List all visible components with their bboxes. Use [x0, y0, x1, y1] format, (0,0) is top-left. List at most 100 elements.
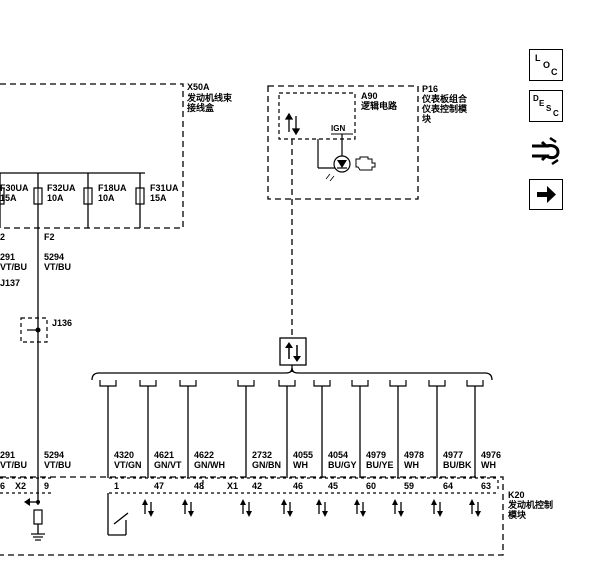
- desc-button[interactable]: D E S C: [529, 90, 563, 122]
- wire-5294-bottom-color: VT/BU: [44, 460, 71, 470]
- wire-circuit-label: 4054: [328, 450, 348, 460]
- fuse-f32ua: F32UA 10A: [33, 173, 76, 228]
- loc-button[interactable]: L O C: [529, 49, 563, 81]
- wire-291-top-circuit: 291: [0, 252, 15, 262]
- p16-name-3: 块: [422, 113, 432, 124]
- ground-icon: [31, 509, 45, 541]
- pin-label: 63: [481, 481, 491, 491]
- wire-color-label: BU/GY: [328, 460, 357, 470]
- svg-text:C: C: [553, 109, 559, 118]
- svg-text:O: O: [543, 60, 550, 70]
- pin-label: 47: [154, 481, 164, 491]
- p16-id: P16: [422, 84, 438, 94]
- wire-5294-top-circuit: 5294: [44, 252, 64, 262]
- splice-j136: J136: [52, 318, 72, 328]
- wire-circuit-label: 4977: [443, 450, 463, 460]
- switch-icon: [107, 493, 129, 536]
- x50a-box: [0, 83, 184, 229]
- wire-5294-top-color: VT/BU: [44, 262, 71, 272]
- pin-label: 48: [194, 481, 204, 491]
- wire-circuit-label: 4055: [293, 450, 313, 460]
- svg-text:C: C: [551, 67, 558, 77]
- wire-color-label: GN/BN: [252, 460, 281, 470]
- fuse-f30ua: F30UA 15A: [0, 183, 29, 205]
- k20-name-1: 发动机控制: [507, 499, 553, 510]
- k20-name-2: 模块: [508, 509, 527, 520]
- svg-text:15A: 15A: [150, 193, 167, 203]
- wire-circuit-label: 2732: [252, 450, 272, 460]
- a90-box: [278, 92, 356, 140]
- svg-text:S: S: [546, 104, 552, 113]
- p16-box: [267, 85, 419, 200]
- svg-text:F18UA: F18UA: [98, 183, 127, 193]
- loc-icon: L O C: [535, 53, 558, 77]
- next-arrow-button[interactable]: [529, 179, 563, 210]
- wire-color-label: GN/WH: [194, 460, 225, 470]
- splice-j137: J137: [0, 278, 20, 288]
- wire-color-label: GN/VT: [154, 460, 182, 470]
- a90-id: A90: [361, 91, 378, 101]
- wire-291-top-color: VT/BU: [0, 262, 27, 272]
- wire-circuit-label: 4978: [404, 450, 424, 460]
- wire-color-label: WH: [481, 460, 496, 470]
- pin-label: 42: [252, 481, 262, 491]
- fuse-f31ua: F31UA 15A: [135, 173, 179, 228]
- pin-label: 46: [293, 481, 303, 491]
- wire-color-label: WH: [293, 460, 308, 470]
- wire-color-label: VT/GN: [114, 460, 142, 470]
- svg-text:D: D: [533, 94, 539, 103]
- svg-text:F30UA: F30UA: [0, 183, 29, 193]
- wire-color-label: BU/YE: [366, 460, 394, 470]
- x50a-name-2: 接线盒: [187, 102, 215, 113]
- wire-circuit-label: 4622: [194, 450, 214, 460]
- pin-label: 59: [404, 481, 414, 491]
- svg-text:10A: 10A: [98, 193, 115, 203]
- f2-label: F2: [44, 232, 55, 242]
- k20-id: K20: [508, 490, 525, 500]
- pin-label: 60: [366, 481, 376, 491]
- pin-9: 9: [44, 481, 49, 491]
- pin-6: 6: [0, 481, 5, 491]
- wire-color-label: BU/BK: [443, 460, 472, 470]
- wire-circuit-label: 4976: [481, 450, 501, 460]
- wire-circuit-label: 4320: [114, 450, 134, 460]
- j136-box: [20, 317, 48, 343]
- wire-circuit-label: 4621: [154, 450, 174, 460]
- svg-text:E: E: [539, 99, 545, 108]
- pin-label: 64: [443, 481, 453, 491]
- desc-icon: D E S C: [533, 94, 559, 118]
- svg-text:F31UA: F31UA: [150, 183, 179, 193]
- k20-box: [0, 476, 504, 556]
- connector-x2: X2: [15, 481, 26, 491]
- wire-circuit-label: 4979: [366, 450, 386, 460]
- x50a-id: X50A: [187, 82, 210, 92]
- svg-text:F32UA: F32UA: [47, 183, 76, 193]
- wire-5294-bottom-circuit: 5294: [44, 450, 64, 460]
- f2-left-label: 2: [0, 232, 5, 242]
- p16-name-2: 仪表控制模: [421, 103, 468, 114]
- svg-text:10A: 10A: [47, 193, 64, 203]
- wire-291-bottom-circuit: 291: [0, 450, 15, 460]
- engine-warning-lamp-icon: [317, 139, 376, 182]
- bus-brace: [91, 367, 493, 381]
- connector-x1: X1: [227, 481, 238, 491]
- a90-bidir-arrow-icon: [284, 112, 301, 136]
- gateway-bidir-arrow-icon: [279, 337, 307, 366]
- p16-name-1: 仪表板组合: [421, 93, 468, 104]
- a90-name: 逻辑电路: [360, 100, 398, 111]
- wire-color-label: WH: [404, 460, 419, 470]
- pin-label: 45: [328, 481, 338, 491]
- connector-pinout-button[interactable]: [528, 134, 562, 170]
- connector-pinout-icon: [532, 136, 560, 166]
